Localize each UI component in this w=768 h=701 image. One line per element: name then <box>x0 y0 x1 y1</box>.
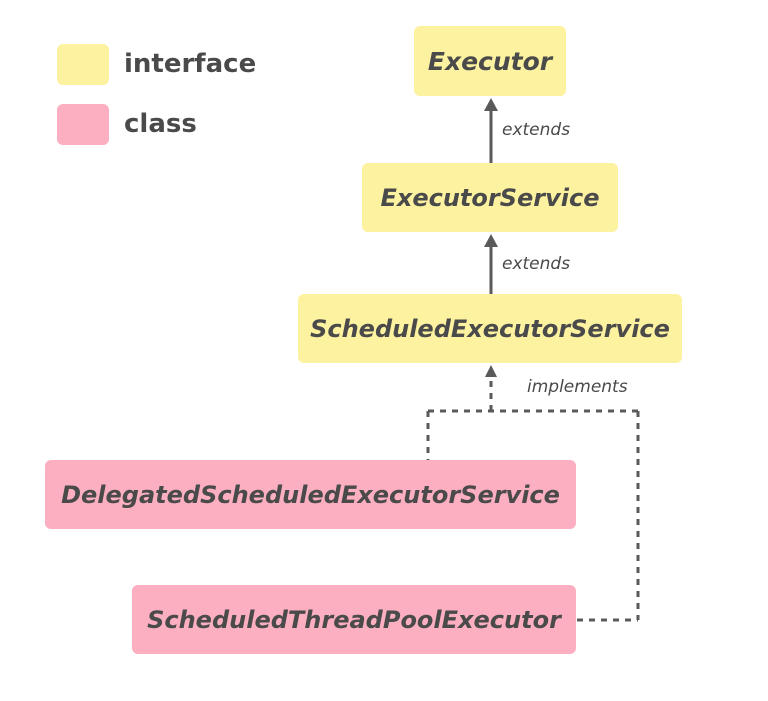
node-scheduled-thread-pool-executor: ScheduledThreadPoolExecutor <box>132 585 576 654</box>
node-executor: Executor <box>414 26 566 96</box>
legend-class-label: class <box>124 109 197 139</box>
extends-arrowhead-1 <box>484 98 498 111</box>
extends-arrowhead-2 <box>484 234 498 247</box>
node-scheduled-executor-service: ScheduledExecutorService <box>298 294 682 363</box>
node-executor-service: ExecutorService <box>362 163 618 232</box>
edge-label-extends-2: extends <box>502 254 571 274</box>
node-delegated-scheduled-executor-service: DelegatedScheduledExecutorService <box>45 460 576 529</box>
edge-label-extends-1: extends <box>502 120 571 140</box>
legend-interface-swatch <box>57 44 109 85</box>
legend-class-swatch <box>57 104 109 145</box>
implements-lines <box>426 378 640 622</box>
edge-label-implements: implements <box>527 377 628 397</box>
implements-arrowhead <box>485 365 497 377</box>
legend-interface-label: interface <box>124 49 257 79</box>
